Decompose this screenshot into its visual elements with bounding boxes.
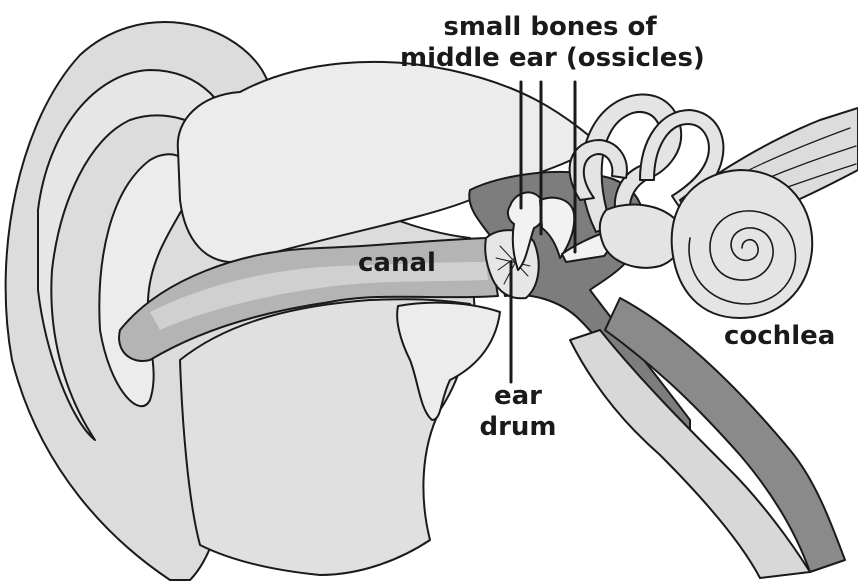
ear-drum-label-line2: drum: [473, 412, 563, 443]
cochlea-label: cochlea: [724, 321, 835, 352]
ossicles-label-line2: middle ear (ossicles): [400, 43, 700, 74]
ossicles-label-line1: small bones of: [400, 12, 700, 43]
cochlea-body: [672, 170, 813, 318]
ossicles-label: small bones of middle ear (ossicles): [400, 12, 700, 74]
ear-drum-label-line1: ear: [473, 381, 563, 412]
ear-drum-label: ear drum: [473, 381, 563, 443]
canal-label: canal: [358, 248, 436, 279]
